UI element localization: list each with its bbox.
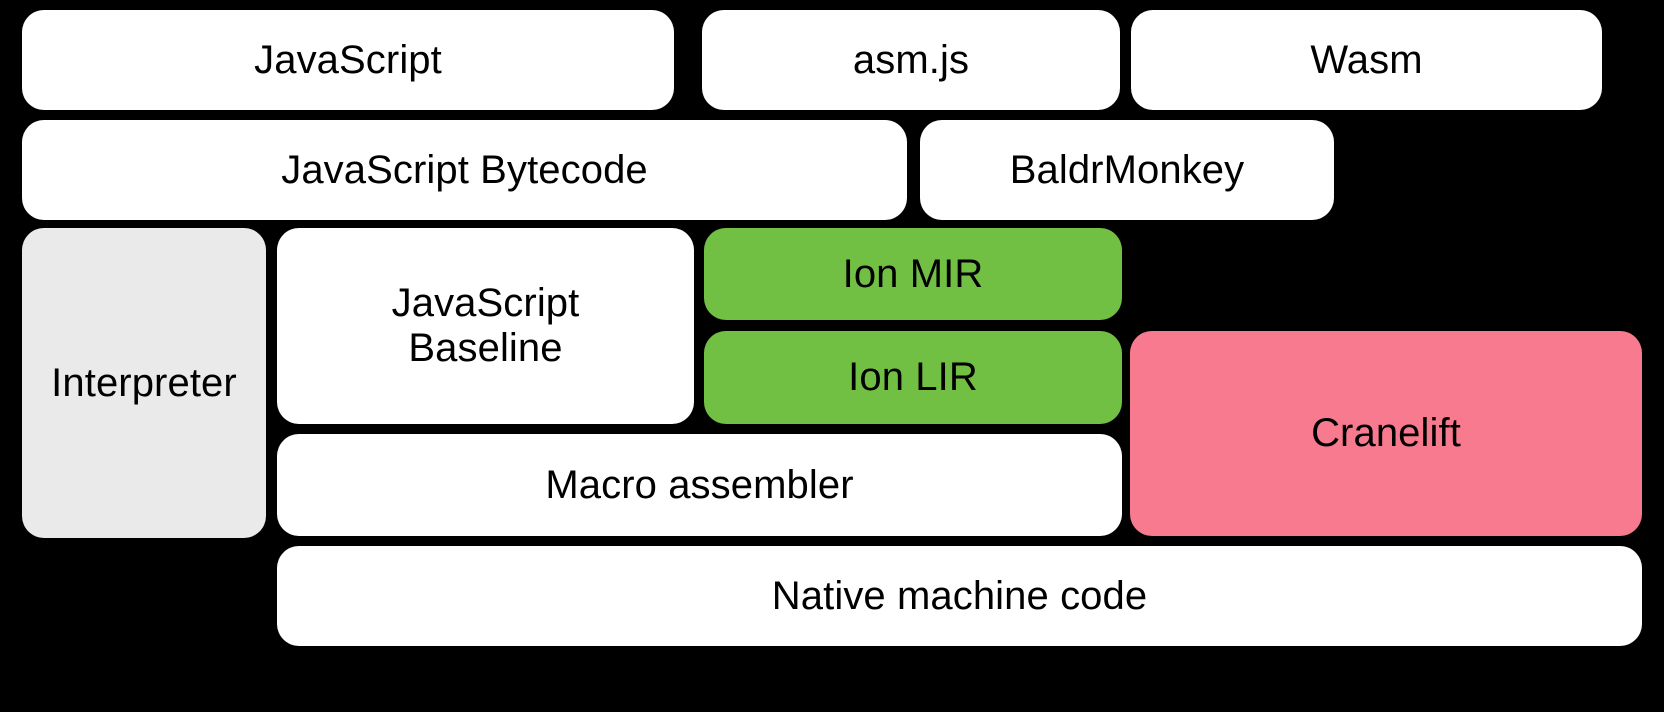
node-javascript[interactable]: JavaScript <box>22 10 674 110</box>
node-baldrmonkey[interactable]: BaldrMonkey <box>920 120 1334 220</box>
node-ion-lir[interactable]: Ion LIR <box>704 331 1122 424</box>
node-native-machine-code[interactable]: Native machine code <box>277 546 1642 646</box>
node-interpreter[interactable]: Interpreter <box>22 228 266 538</box>
node-cranelift[interactable]: Cranelift <box>1130 331 1642 536</box>
node-macro-assembler[interactable]: Macro assembler <box>277 434 1122 536</box>
node-javascript-bytecode[interactable]: JavaScript Bytecode <box>22 120 907 220</box>
node-asmjs[interactable]: asm.js <box>702 10 1120 110</box>
node-ion-mir[interactable]: Ion MIR <box>704 228 1122 320</box>
node-javascript-baseline[interactable]: JavaScript Baseline <box>277 228 694 424</box>
node-wasm[interactable]: Wasm <box>1131 10 1602 110</box>
